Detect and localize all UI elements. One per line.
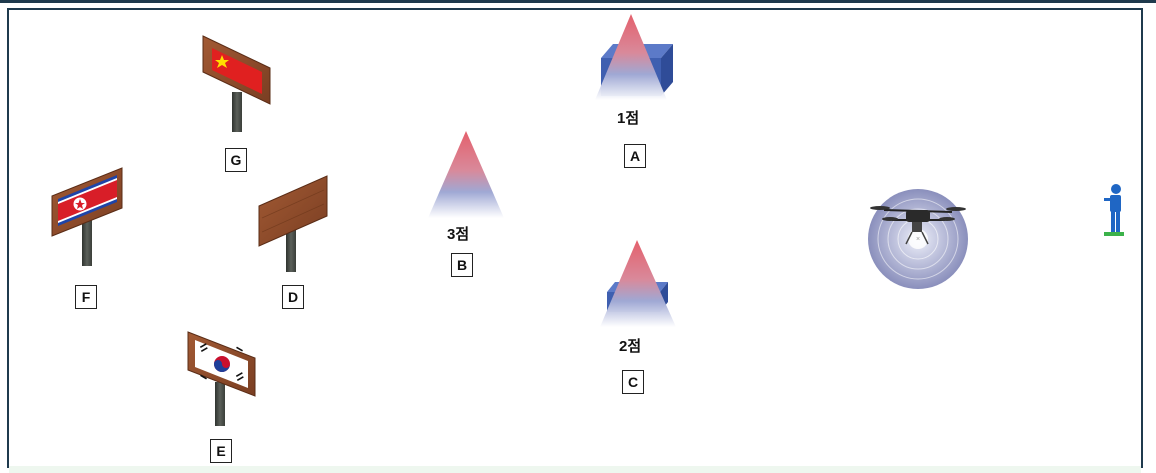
label-g: G [225,148,247,172]
label-b: B [451,253,473,277]
sign-g-post [232,92,242,132]
score-c: 2점 [619,335,641,356]
person-icon [1104,184,1124,236]
label-d: D [282,285,304,309]
target-b [428,131,504,218]
sign-e [188,332,255,426]
sign-g [203,36,270,132]
label-f: F [75,285,97,309]
score-a: 1점 [617,107,639,128]
drone-group: × [868,189,968,289]
label-a: A [624,144,646,168]
label-e: E [210,439,232,463]
sign-f-post [82,220,92,266]
target-b-cone [428,131,504,218]
sign-f [52,168,122,266]
target-c [600,240,676,327]
sign-e-post [215,382,225,426]
score-b: 3점 [447,223,469,244]
label-c: C [622,370,644,394]
person-ground-icon [1104,232,1124,236]
svg-text:×: × [916,236,920,243]
sign-d [259,176,327,272]
target-a [595,14,673,100]
